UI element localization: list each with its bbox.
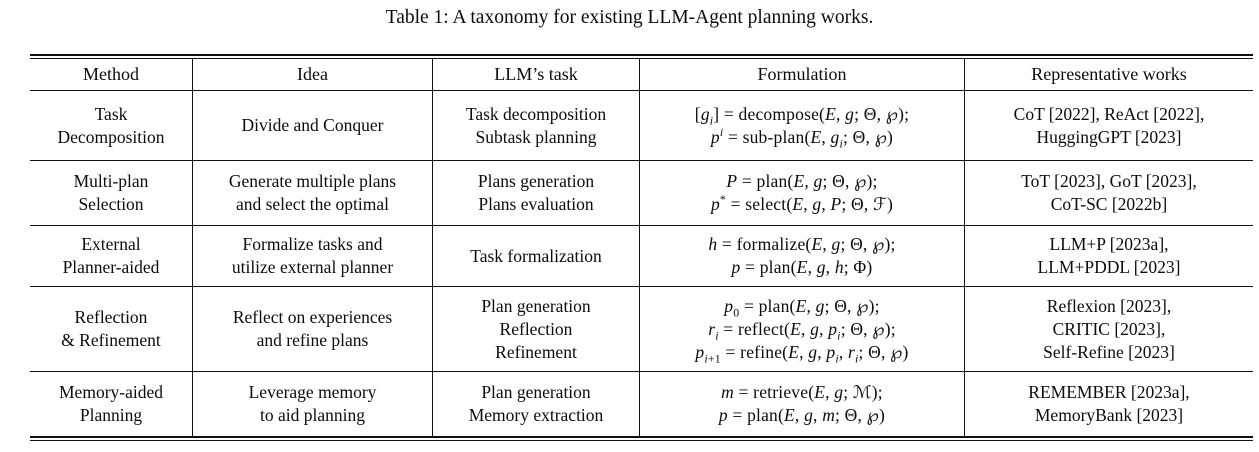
cell-line: External (81, 234, 141, 254)
cell-method: External Planner-aided (30, 226, 193, 286)
header-label: Formulation (757, 64, 847, 84)
col-header-idea: Idea (193, 59, 433, 90)
cell-line: and refine plans (256, 330, 369, 350)
cell-idea: Formalize tasks and utilize external pla… (193, 226, 433, 286)
cell-idea: Divide and Conquer (193, 91, 433, 160)
formula-line: h = formalize(E, g; Θ, ℘); (708, 234, 896, 254)
cell-line: Divide and Conquer (241, 115, 384, 135)
cell-line: LLM+PDDL [2023] (1037, 257, 1181, 277)
table-row-task-decomposition: Task Decomposition Divide and Conquer Ta… (30, 91, 1253, 161)
table-row-multi-plan-selection: Multi-plan Selection Generate multiple p… (30, 161, 1253, 226)
cell-idea: Generate multiple plans and select the o… (193, 161, 433, 225)
cell-line: & Refinement (61, 330, 161, 350)
cell-line: Plans evaluation (478, 194, 594, 214)
formula-line: p = plan(E, g, m; Θ, ℘) (718, 405, 886, 425)
cell-line: to aid planning (260, 405, 365, 425)
cell-line: MemoryBank [2023] (1034, 405, 1184, 425)
cell-line: Task formalization (470, 245, 602, 266)
cell-line: Reflect on experiences (232, 307, 393, 327)
cell-idea: Leverage memory to aid planning (193, 372, 433, 436)
cell-line: Planning (79, 405, 143, 425)
cell-line: Generate multiple plans (228, 171, 397, 191)
cell-line: Formalize tasks and (242, 234, 383, 254)
cell-representative-works: LLM+P [2023a], LLM+PDDL [2023] (965, 226, 1253, 286)
cell-line: Memory extraction (468, 405, 604, 425)
formula-line: P = plan(E, g; Θ, ℘); (726, 171, 878, 191)
header-label: Idea (297, 64, 328, 84)
formula-line: pi = sub-plan(E, gi; Θ, ℘) (710, 124, 894, 150)
table-caption: Table 1: A taxonomy for existing LLM-Age… (385, 7, 874, 28)
cell-method: Multi-plan Selection (30, 161, 193, 225)
cell-line: Task (94, 103, 128, 124)
cell-line: Selection (78, 194, 144, 214)
cell-line: HuggingGPT [2023] (1036, 126, 1182, 147)
cell-line: CoT-SC [2022b] (1050, 194, 1168, 214)
cell-llm-task: Task decomposition Subtask planning (433, 91, 640, 160)
cell-line: Subtask planning (475, 126, 597, 147)
cell-representative-works: ToT [2023], GoT [2023], CoT-SC [2022b] (965, 161, 1253, 225)
col-header-method: Method (30, 59, 193, 90)
cell-line: Plans generation (477, 171, 595, 191)
cell-representative-works: Reflexion [2023], CRITIC [2023], Self-Re… (965, 287, 1253, 371)
header-label: LLM’s task (494, 64, 578, 84)
cell-formulation: [gi] = decompose(E, g; Θ, ℘); pi = sub-p… (640, 91, 965, 160)
cell-formulation: h = formalize(E, g; Θ, ℘); p = plan(E, g… (640, 226, 965, 286)
cell-line: Memory-aided (59, 382, 163, 402)
formula-line: p = plan(E, g, h; Φ) (731, 257, 873, 277)
bottom-rule (30, 436, 1253, 441)
cell-line: Reflexion [2023], (1046, 295, 1172, 316)
cell-line: and select the optimal (235, 194, 390, 214)
cell-line: Multi-plan (73, 171, 149, 191)
cell-line: Self-Refine [2023] (1043, 341, 1175, 362)
cell-llm-task: Plan generation Memory extraction (433, 372, 640, 436)
table-row-reflection-refinement: Reflection & Refinement Reflect on exper… (30, 287, 1253, 372)
header-row: Method Idea LLM’s task Formulation Repre… (30, 59, 1253, 91)
cell-line: Task decomposition (465, 103, 607, 124)
cell-line: Leverage memory (248, 382, 377, 402)
cell-line: utilize external planner (231, 257, 394, 277)
cell-line: CRITIC [2023], (1052, 318, 1166, 339)
cell-line: Plan generation (481, 382, 591, 402)
cell-llm-task: Task formalization (433, 226, 640, 286)
formula-line: p* = select(E, g, P; Θ, ℱ) (710, 192, 894, 214)
table-row-memory-aided-planning: Memory-aided Planning Leverage memory to… (30, 372, 1253, 436)
header-label: Method (83, 64, 139, 84)
col-header-representative-works: Representative works (965, 59, 1253, 90)
cell-line: ToT [2023], GoT [2023], (1021, 171, 1197, 191)
table-row-external-planner-aided: External Planner-aided Formalize tasks a… (30, 226, 1253, 287)
cell-method: Memory-aided Planning (30, 372, 193, 436)
formula-line: p0 = plan(E, g; Θ, ℘); (724, 295, 880, 319)
taxonomy-table: Method Idea LLM’s task Formulation Repre… (30, 54, 1253, 441)
col-header-llm-task: LLM’s task (433, 59, 640, 90)
cell-method: Reflection & Refinement (30, 287, 193, 371)
cell-representative-works: REMEMBER [2023a], MemoryBank [2023] (965, 372, 1253, 436)
cell-representative-works: CoT [2022], ReAct [2022], HuggingGPT [20… (965, 91, 1253, 160)
cell-llm-task: Plans generation Plans evaluation (433, 161, 640, 225)
cell-line: Refinement (495, 341, 577, 362)
header-label: Representative works (1031, 64, 1187, 84)
cell-line: REMEMBER [2023a], (1028, 382, 1190, 402)
col-header-formulation: Formulation (640, 59, 965, 90)
cell-formulation: p0 = plan(E, g; Θ, ℘); ri = reflect(E, g… (640, 287, 965, 371)
top-rule (30, 54, 1253, 59)
cell-llm-task: Plan generation Reflection Refinement (433, 287, 640, 371)
cell-line: Planner-aided (62, 257, 160, 277)
cell-line: Decomposition (57, 126, 165, 147)
cell-method: Task Decomposition (30, 91, 193, 160)
formula-line: pi+1 = refine(E, g, pi, ri; Θ, ℘) (695, 341, 909, 365)
cell-formulation: m = retrieve(E, g; ℳ); p = plan(E, g, m;… (640, 372, 965, 436)
formula-line: [gi] = decompose(E, g; Θ, ℘); (694, 103, 910, 127)
cell-line: LLM+P [2023a], (1049, 234, 1169, 254)
cell-idea: Reflect on experiences and refine plans (193, 287, 433, 371)
cell-line: CoT [2022], ReAct [2022], (1013, 103, 1205, 124)
cell-line: Reflection (499, 318, 573, 339)
formula-line: ri = reflect(E, g, pi; Θ, ℘); (708, 318, 896, 342)
cell-formulation: P = plan(E, g; Θ, ℘); p* = select(E, g, … (640, 161, 965, 225)
cell-line: Plan generation (481, 295, 591, 316)
cell-line: Reflection (74, 307, 148, 327)
formula-line: m = retrieve(E, g; ℳ); (721, 382, 883, 402)
